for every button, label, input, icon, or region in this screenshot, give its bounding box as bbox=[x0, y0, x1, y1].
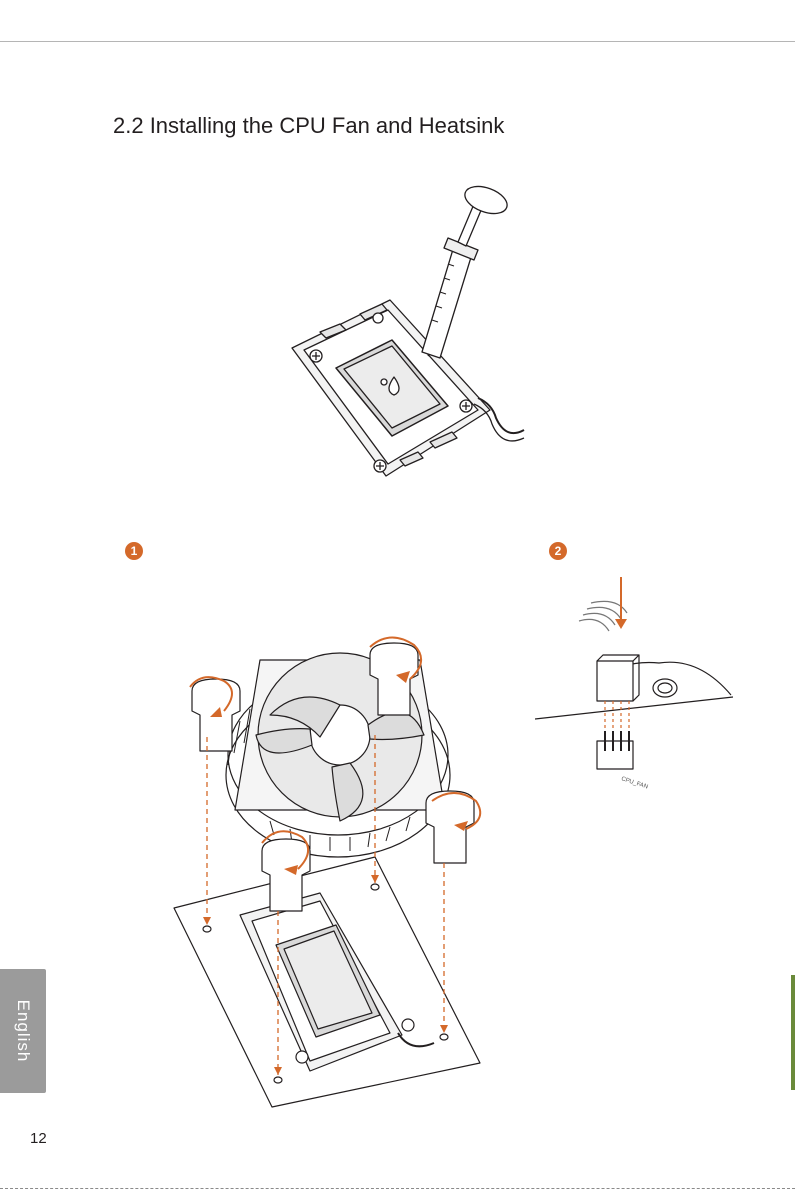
language-label: English bbox=[13, 1000, 33, 1063]
footer-rule bbox=[0, 1188, 795, 1189]
heatsink-install-figure bbox=[170, 625, 500, 1115]
push-pin-right bbox=[426, 791, 474, 863]
fan-connector-figure: CPU_FAN bbox=[535, 575, 740, 790]
step-2-badge: 2 bbox=[549, 542, 567, 560]
fan-header bbox=[597, 741, 633, 769]
language-tab: English bbox=[0, 969, 46, 1093]
section-title: 2.2 Installing the CPU Fan and Heatsink bbox=[113, 113, 504, 139]
header-rule bbox=[0, 41, 795, 42]
syringe bbox=[422, 181, 511, 358]
step-1-badge: 1 bbox=[125, 542, 143, 560]
page-number: 12 bbox=[30, 1130, 47, 1147]
fan-plug bbox=[597, 661, 633, 701]
thermal-paste-figure bbox=[280, 180, 540, 500]
edge-marker bbox=[791, 975, 795, 1090]
fan-header-label: CPU_FAN bbox=[620, 776, 648, 790]
